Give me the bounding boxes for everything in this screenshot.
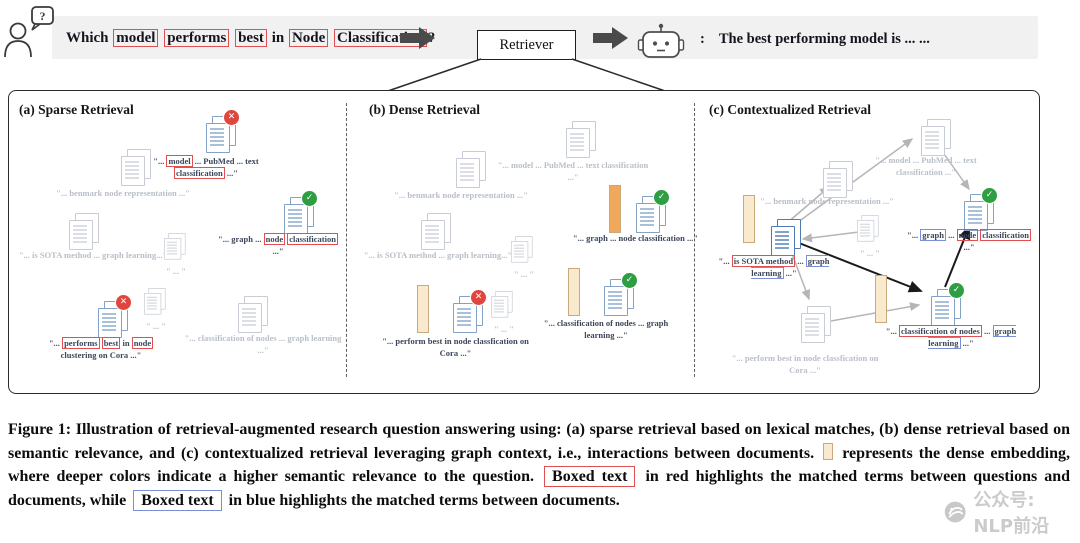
cross-icon: ✕ [223,109,240,126]
document-snippet: "... perform best in node classfication … [731,353,879,376]
question-text: Which model performs best in Node Classi… [66,29,435,47]
retriever-box: Retriever [477,30,576,60]
watermark: 公众号: NLP前沿 [944,486,1080,538]
document-snippet: "... classification of nodes ... graph l… [885,325,1017,350]
check-icon: ✓ [981,187,998,204]
arrow-right-icon [400,27,435,49]
panel-sparse-retrieval: (a) Sparse Retrieval ✕ "... model ... Pu… [13,97,346,385]
document-snippet: "... model ... PubMed ... text classific… [875,155,977,178]
document-snippet: "... graph ... node classification ..." [218,233,338,257]
document-snippet: "... model ... PubMed ... text classific… [497,160,649,183]
document-snippet: "... performs best in node clustering on… [48,337,154,361]
document-snippet: "... benmark node representation ..." [394,190,528,200]
robot-icon [637,23,685,58]
check-icon: ✓ [621,272,638,289]
document-icon [771,219,801,257]
document-snippet: " ... " [145,321,167,331]
panel-label: (c) Contextualized Retrieval [709,102,871,117]
document-snippet: "... perform best in node classfication … [382,336,529,359]
cross-icon: ✕ [470,289,487,306]
document-icon [921,119,951,157]
panel-contextualized-retrieval: (c) Contextualized Retrieval "... model … [699,97,1035,385]
document-icon [823,161,853,199]
embedding-bar [568,268,580,316]
document-icon: ✓ [284,190,318,235]
embedding-bar [875,275,887,323]
document-snippet: "... graph ... node classification ..." [572,233,699,243]
document-icon: ✕ [206,109,240,154]
document-icon [421,213,451,251]
document-snippet: " ... " [493,324,515,334]
document-snippet: "... model ... PubMed ... text classific… [153,155,259,180]
document-icon [801,306,831,344]
figure-box: (a) Sparse Retrieval ✕ "... model ... Pu… [8,90,1040,394]
document-snippet: " ... " [859,248,881,258]
arrow-right-icon [593,27,628,49]
document-icon [144,288,166,315]
answer-text-row: : The best performing model is ... ... [700,31,930,48]
embedding-bar [743,195,755,243]
person-icon: ? [4,6,54,58]
watermark-text: 公众号: NLP前沿 [973,490,1050,537]
svg-text:?: ? [40,9,46,23]
document-icon [121,149,151,187]
panel-label: (b) Dense Retrieval [369,102,480,117]
check-icon: ✓ [948,282,965,299]
document-snippet: "... benmark node representation ..." [56,188,190,198]
document-icon [511,236,533,263]
document-snippet: "... benmark node representation ..." [760,196,894,206]
document-snippet: "... graph ... node classification ..." [907,229,1031,253]
document-icon: ✓ [604,272,638,317]
retriever-callout-lines [384,58,669,93]
document-icon [164,233,186,260]
document-icon: ✕ [98,294,132,339]
panel-divider [694,103,695,377]
answer-separator: : [700,31,705,47]
panel-label: (a) Sparse Retrieval [19,102,134,117]
embedding-bar [609,185,621,233]
document-icon: ✓ [931,282,965,327]
document-snippet: "... classification of nodes ... graph l… [184,333,342,356]
figure-caption: Figure 1: Illustration of retrieval-augm… [8,421,1071,511]
document-icon: ✓ [636,189,670,234]
embedding-bar [417,285,429,333]
document-icon [69,213,99,251]
document-icon [491,291,513,318]
document-snippet: " ... " [513,269,535,279]
document-icon: ✕ [453,289,487,334]
document-snippet: "... is SOTA method ... graph learning..… [18,250,168,260]
document-icon [857,215,879,242]
watermark-logo [944,501,966,523]
document-snippet: " ... " [165,266,187,276]
panel-dense-retrieval: (b) Dense Retrieval "... model ... PubMe… [353,97,698,385]
document-icon [456,151,486,189]
check-icon: ✓ [653,189,670,206]
cross-icon: ✕ [115,294,132,311]
document-snippet: "... classification of nodes ... graph l… [543,318,669,341]
document-icon [238,296,268,334]
check-icon: ✓ [301,190,318,207]
document-icon: ✓ [964,187,998,232]
document-snippet: "... is SOTA method ... graph learning .… [718,255,830,280]
panel-divider [346,103,347,377]
document-icon [566,121,596,159]
answer-text: The best performing model is ... ... [718,31,930,47]
document-snippet: "... is SOTA method ... graph learning..… [363,250,513,260]
